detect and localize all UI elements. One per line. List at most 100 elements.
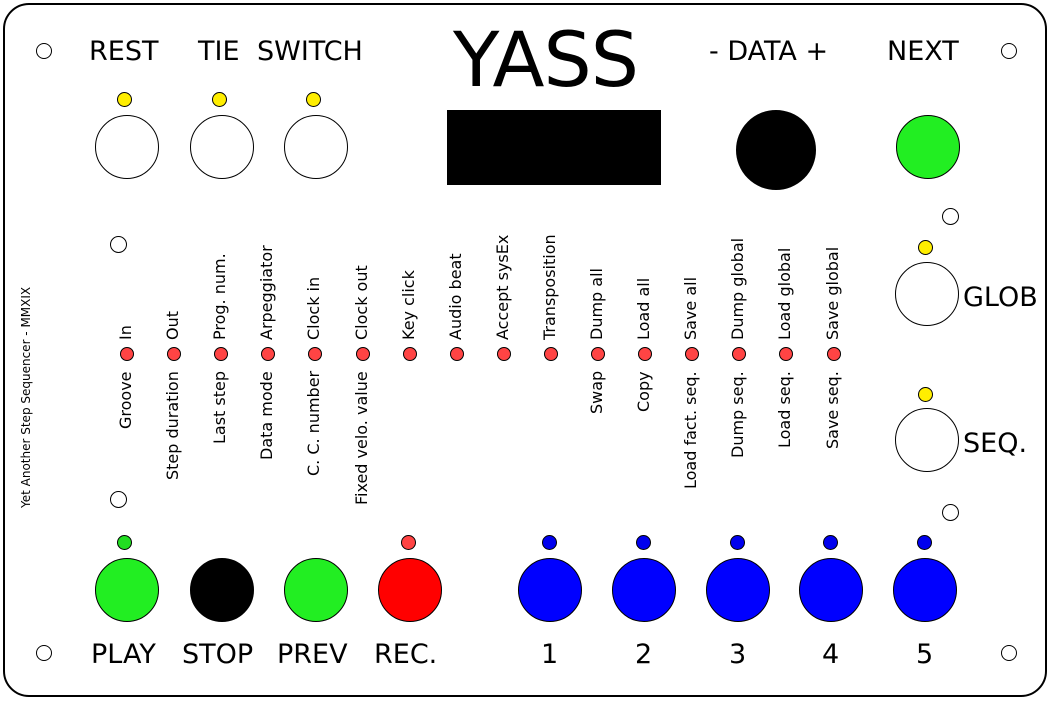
column-upper-label: Transposition [539,234,559,340]
column-lower-label: Fixed velo. value [351,371,371,505]
seq-led [918,387,933,402]
rec-button[interactable] [378,558,442,622]
step-1-led [542,535,557,550]
rec-led [401,535,416,550]
credit-text: Yet Another Step Sequencer - MMXIX [19,286,33,508]
column-lower-label: Last step [210,370,230,444]
status-led-13 [685,347,700,361]
switch-led [306,92,321,107]
column-lower-label: Data mode [257,371,277,460]
next-button[interactable] [896,115,960,179]
status-led-7 [402,347,417,361]
step-2-led [636,535,651,550]
rest-button[interactable] [95,115,159,179]
column-upper-label: Save all [681,276,701,340]
seq-button[interactable] [895,408,959,472]
status-led-16 [826,347,841,361]
device-title: YASS [453,15,639,104]
front-panel [3,3,1047,697]
column-upper-label: Clock in [304,276,324,340]
rest-label: REST [89,36,159,67]
status-led-9 [496,347,511,361]
status-led-5 [308,347,323,361]
status-led-11 [591,347,605,361]
column-lower-label: Step duration [163,371,183,480]
column-lower-label: Load fact. seq. [681,371,701,489]
rec-label: REC. [374,639,438,670]
column-lower-label: Save seq. [822,371,842,449]
column-upper-label: Arpeggiator [257,245,277,340]
column-upper-label: Dump global [728,237,748,340]
status-led-3 [214,347,229,361]
status-led-1 [120,347,134,361]
mounting-hole-top-right [1001,43,1017,59]
mounting-hole-bottom-right [1001,645,1017,661]
step-1-label: 1 [541,639,559,670]
play-label: PLAY [91,639,156,670]
prev-label: PREV [277,639,348,670]
play-led [117,535,132,550]
step-5-label: 5 [916,639,934,670]
stop-label: STOP [182,639,254,670]
step-3-button[interactable] [706,558,770,622]
step-2-label: 2 [635,639,653,670]
column-upper-label: Load all [634,277,654,340]
step-3-label: 3 [729,639,747,670]
tie-label: TIE [198,36,240,67]
left-hole-upper [110,236,127,253]
status-led-15 [779,347,794,361]
column-upper-label: Audio beat [445,253,465,340]
glob-label: GLOB [963,282,1038,313]
column-lower-label: Load seq. [775,371,795,448]
column-lower-label: Copy [634,371,654,412]
status-led-14 [732,347,747,361]
status-led-10 [543,347,558,361]
column-lower-label: C. C. number [304,370,324,476]
step-4-label: 4 [822,639,840,670]
mounting-hole-bottom-left [36,645,52,661]
column-upper-label: Out [163,310,183,340]
mounting-hole-top-left [36,43,52,59]
seq-label: SEQ. [963,428,1028,459]
step-5-led [917,535,932,550]
rest-led [117,92,132,107]
status-led-8 [449,347,464,361]
data-encoder-knob[interactable] [736,110,816,190]
column-upper-label: Prog. num. [210,253,230,340]
step-4-button[interactable] [799,558,863,622]
column-lower-label: Groove [116,371,135,429]
column-upper-label: Accept sysEx [492,234,512,340]
switch-button[interactable] [284,115,348,179]
play-button[interactable] [95,558,159,622]
column-upper-label: Key click [398,270,418,340]
glob-button[interactable] [895,262,959,326]
next-label: NEXT [887,36,959,67]
switch-label: SWITCH [257,36,363,67]
stop-button[interactable] [190,558,254,622]
tie-led [212,92,227,107]
tie-button[interactable] [190,115,254,179]
step-5-button[interactable] [893,558,957,622]
status-led-4 [261,347,276,361]
step-2-button[interactable] [612,558,676,622]
glob-led [918,240,933,255]
lcd-display [447,110,661,185]
step-3-led [730,535,745,550]
column-upper-label: Load global [775,247,795,340]
prev-button[interactable] [284,558,348,622]
column-lower-label: Dump seq. [728,371,748,458]
column-upper-label: Save global [822,246,842,340]
left-hole-lower [110,491,127,508]
column-lower-label: Swap [587,370,606,414]
status-led-12 [638,347,653,361]
step-4-led [823,535,838,550]
step-1-button[interactable] [518,558,582,622]
status-led-6 [355,347,370,361]
column-upper-label: In [116,325,135,340]
seq-hole [942,504,959,521]
column-upper-label: Clock out [351,265,371,340]
glob-hole [942,208,959,225]
data-label: - DATA + [709,36,829,67]
status-led-2 [167,347,182,361]
column-upper-label: Dump all [587,268,606,340]
